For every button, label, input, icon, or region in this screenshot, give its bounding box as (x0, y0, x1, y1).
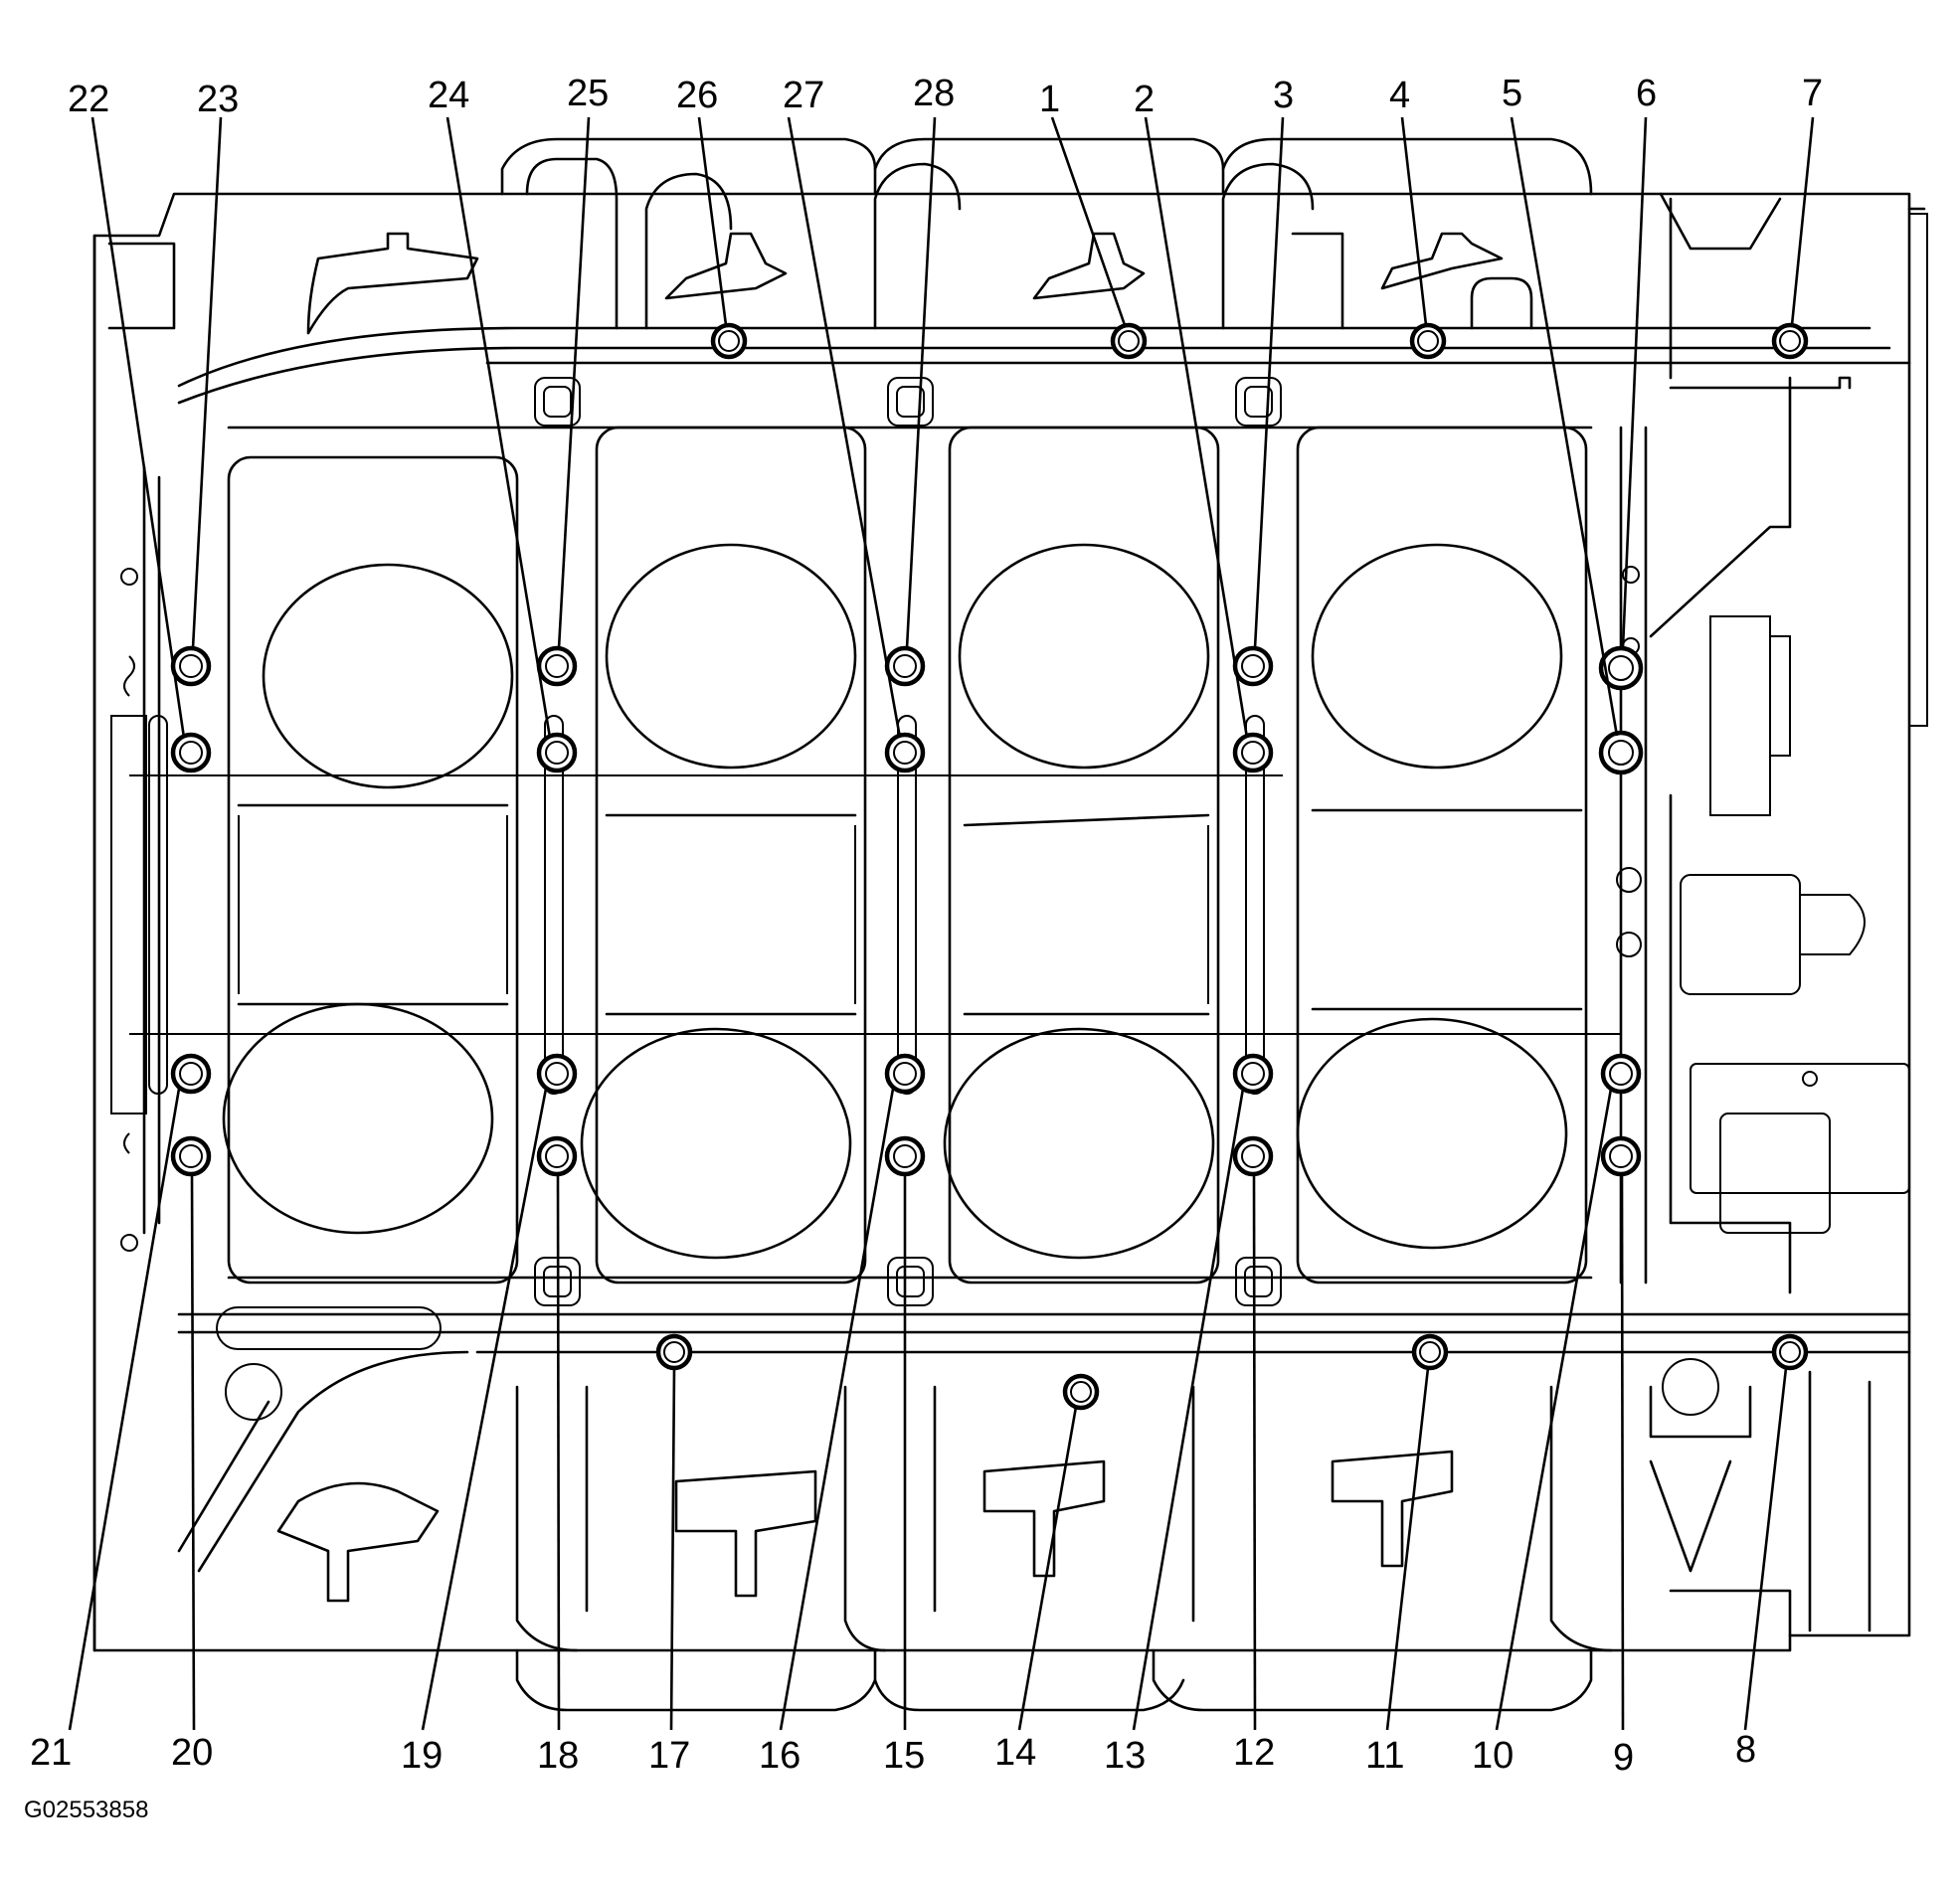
bolt-hole-12 (1232, 1135, 1274, 1177)
bolt-hole-18 (536, 1135, 578, 1177)
engine-block-outline (92, 192, 1928, 1652)
bolt-holes (170, 322, 1809, 1411)
bolt-hole-7 (1771, 322, 1809, 360)
bolt-hole-2 (1232, 732, 1274, 773)
callout-6: 6 (1636, 73, 1657, 114)
callout-14: 14 (994, 1732, 1036, 1774)
bolt-hole-24 (536, 732, 578, 773)
callout-18: 18 (537, 1735, 579, 1777)
callout-7: 7 (1802, 73, 1823, 114)
bolt-hole-28 (884, 645, 926, 687)
bolt-hole-6 (1598, 645, 1644, 691)
crankcase-bottom-contours (177, 1306, 1871, 1712)
crankcase-top-contours (306, 137, 1852, 390)
callout-3: 3 (1273, 75, 1294, 116)
callout-16: 16 (759, 1735, 801, 1777)
bolt-hole-5 (1598, 730, 1644, 775)
bolt-hole-17 (655, 1333, 693, 1371)
callout-26: 26 (676, 75, 718, 116)
main-cap-slots (129, 715, 1621, 1095)
bolt-hole-26 (710, 322, 748, 360)
callout-11: 11 (1365, 1735, 1404, 1777)
callout-4: 4 (1389, 75, 1410, 116)
bolt-hole-9 (1600, 1135, 1642, 1177)
bolt-hole-8 (1771, 1333, 1809, 1371)
bolt-hole-19 (536, 1053, 578, 1095)
bolt-hole-14 (1062, 1373, 1100, 1411)
leader-lines (68, 116, 1815, 1731)
callout-25: 25 (567, 73, 609, 114)
bolt-hole-4 (1409, 322, 1447, 360)
callout-5: 5 (1502, 73, 1522, 114)
figure-id: G02553858 (24, 1797, 148, 1823)
front-cover-detail (1622, 376, 1910, 1294)
callout-20: 20 (171, 1732, 213, 1774)
callout-2: 2 (1134, 79, 1155, 120)
callout-27: 27 (783, 75, 824, 116)
callout-19: 19 (401, 1735, 443, 1777)
callout-17: 17 (648, 1735, 690, 1777)
bolt-hole-10 (1600, 1053, 1642, 1095)
bolt-hole-3 (1232, 645, 1274, 687)
callout-23: 23 (197, 79, 239, 120)
callout-13: 13 (1104, 1735, 1146, 1777)
cylinder-bores (222, 426, 1588, 1285)
callout-1: 1 (1039, 79, 1060, 120)
bolt-hole-22 (170, 732, 212, 773)
bolt-hole-23 (170, 645, 212, 687)
rear-flange-detail (107, 242, 176, 1252)
callout-21: 21 (30, 1732, 72, 1774)
callout-15: 15 (883, 1735, 925, 1777)
callout-12: 12 (1233, 1732, 1275, 1774)
bolt-hole-25 (536, 645, 578, 687)
callout-8: 8 (1735, 1729, 1756, 1771)
callout-9: 9 (1613, 1737, 1634, 1779)
bolt-hole-16 (884, 1053, 926, 1095)
callout-labels: 22 23 24 25 26 27 28 1 2 3 4 5 6 7 21 20… (24, 73, 1823, 1823)
bolt-hole-20 (170, 1135, 212, 1177)
bolt-hole-21 (170, 1053, 212, 1095)
bolt-hole-15 (884, 1135, 926, 1177)
callout-24: 24 (428, 75, 469, 116)
bolt-hole-1 (1110, 322, 1148, 360)
bolt-hole-13 (1232, 1053, 1274, 1095)
callout-10: 10 (1472, 1735, 1514, 1777)
callout-28: 28 (913, 73, 955, 114)
bolt-hole-11 (1411, 1333, 1449, 1371)
callout-22: 22 (68, 79, 109, 120)
bolt-hole-27 (884, 732, 926, 773)
